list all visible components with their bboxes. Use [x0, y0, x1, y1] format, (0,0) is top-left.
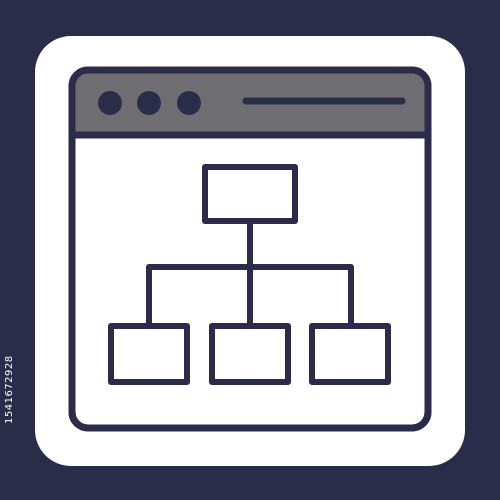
sitemap-root-node	[202, 164, 298, 224]
stock-id-watermark: 1541672928	[4, 355, 15, 425]
sitemap-icon	[108, 164, 391, 385]
browser-window-border	[68, 66, 432, 432]
sitemap-child-node	[209, 323, 291, 385]
window-dot-icon	[137, 91, 161, 115]
sitemap-child-node	[108, 323, 190, 385]
sitemap-connector	[146, 264, 354, 325]
window-dot-icon	[177, 91, 201, 115]
window-dot-icon	[98, 91, 122, 115]
sitemap-child-node	[309, 323, 391, 385]
